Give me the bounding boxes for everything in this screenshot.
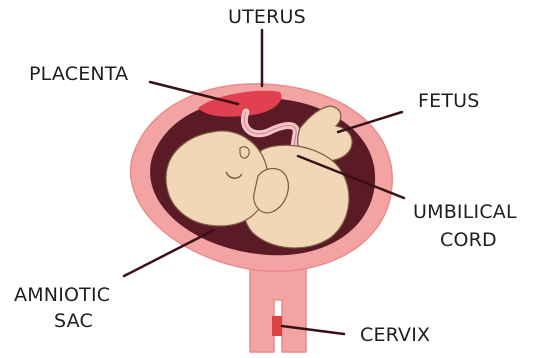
- label-amniotic-sac-line1: AMNIOTIC: [14, 284, 110, 306]
- label-umbilical-cord-line2: CORD: [440, 229, 497, 251]
- uterus-neck: [250, 262, 306, 352]
- fetus-ear: [240, 147, 249, 158]
- label-placenta: PLACENTA: [29, 63, 128, 85]
- label-umbilical-cord-line1: UMBILICAL: [413, 201, 517, 223]
- label-fetus: FETUS: [418, 90, 480, 112]
- cervix-mark: [272, 316, 282, 336]
- label-cervix: CERVIX: [360, 324, 430, 346]
- label-uterus: UTERUS: [228, 6, 306, 28]
- label-amniotic-sac-line2: SAC: [54, 310, 93, 332]
- fetus-head: [166, 131, 268, 226]
